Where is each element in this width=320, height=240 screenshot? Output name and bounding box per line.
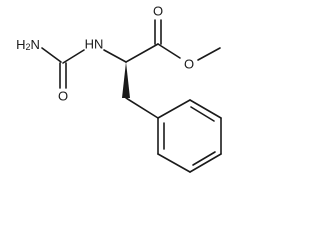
ring-bond-6: [157, 99, 191, 119]
ester-oxygen-label: O: [184, 57, 194, 72]
bond-alpha-to-ester-carbon: [125, 43, 159, 63]
ring-inner-double-2: [192, 151, 216, 166]
stereo-wedge-bond: [122, 62, 130, 98]
ring-bond-3: [189, 153, 222, 173]
bond-urea-carbon-to-nh: [62, 49, 85, 64]
bond-ester-oxygen-to-methyl: [197, 47, 221, 61]
ring-bond-2: [157, 153, 191, 173]
structure-diagram: H2N HN O O O: [16, 4, 222, 173]
amide-nitrogen-label: HN: [85, 37, 104, 52]
bond-nh-to-alpha-carbon: [103, 49, 127, 63]
amine-label: H2N: [16, 37, 40, 53]
bond-amine-to-urea-carbon: [41, 47, 62, 63]
bond-ch2-to-ring: [125, 97, 159, 119]
carbonyl-oxygen-label: O: [153, 4, 163, 19]
urea-oxygen-label: O: [58, 89, 68, 104]
ring-inner-double-3: [190, 106, 215, 122]
ring-bond-5: [189, 99, 222, 119]
bond-ester-carbon-to-oxygen: [157, 43, 181, 59]
